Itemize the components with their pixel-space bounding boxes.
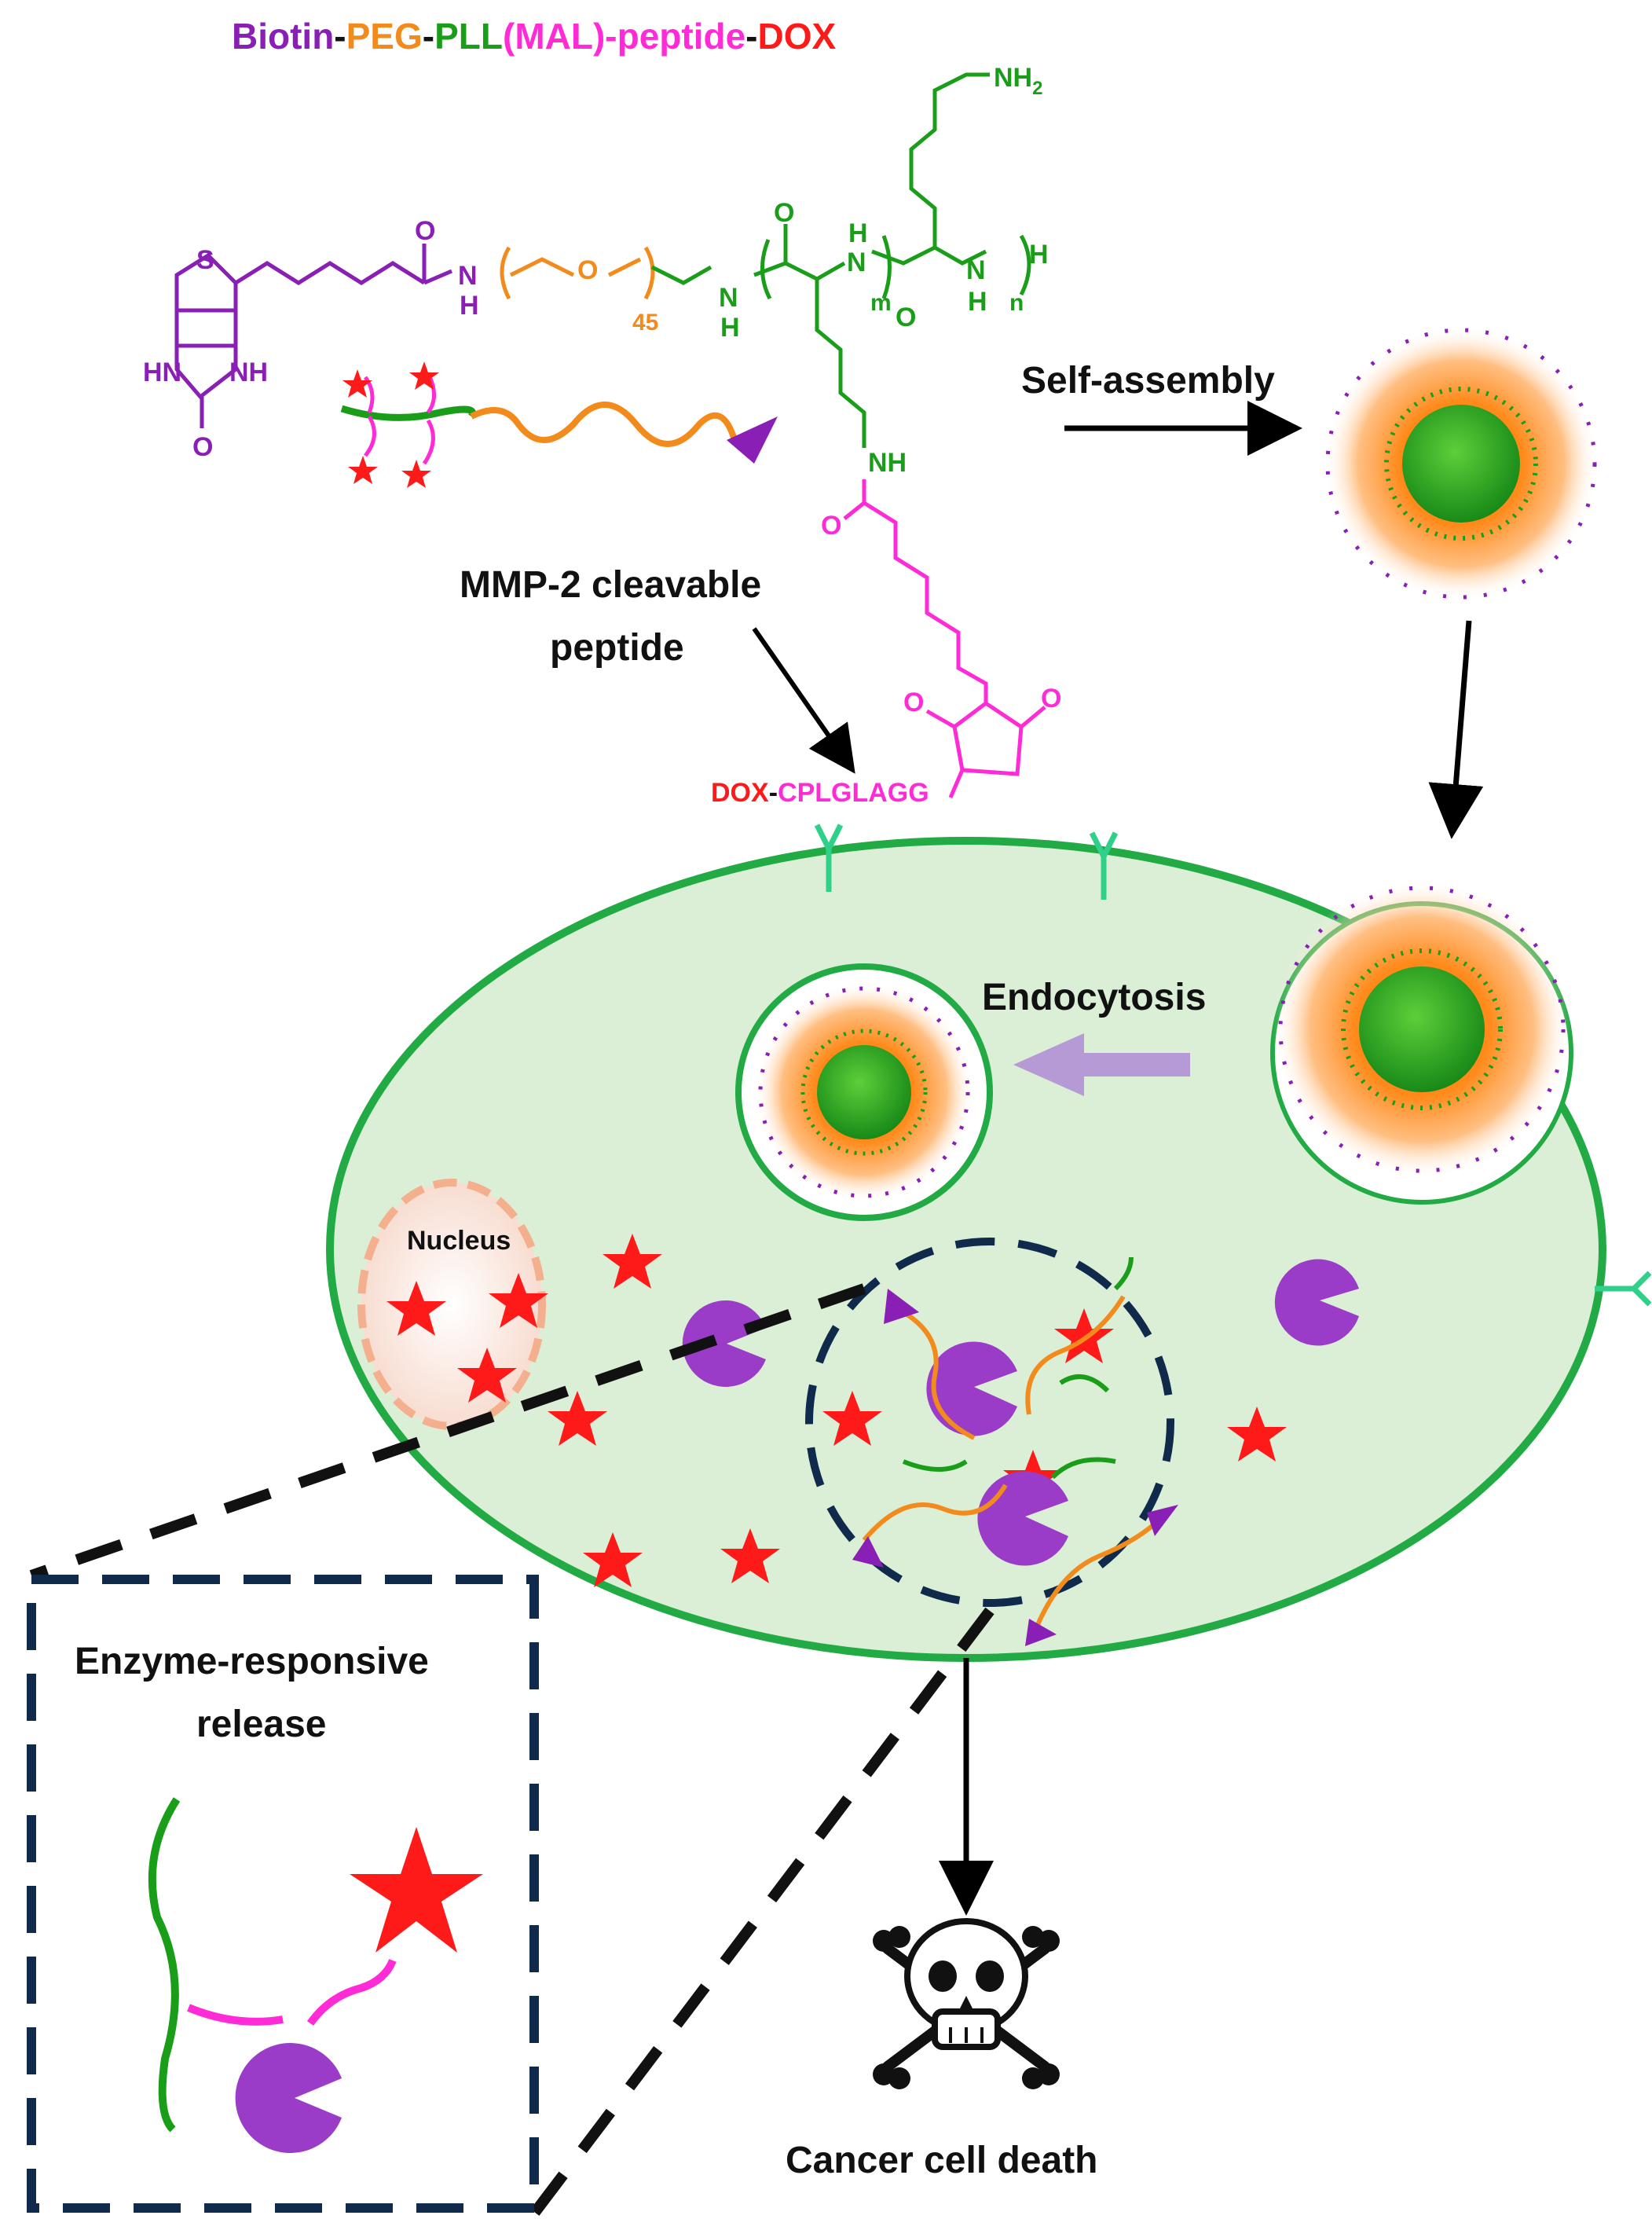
pll-h-atom: H — [720, 313, 740, 343]
peg-o-atom: O — [577, 255, 598, 285]
peptide-sequence: CPLGLAGG — [778, 778, 929, 808]
title-dash-1: - — [334, 16, 346, 57]
pll-n-atom: N — [719, 283, 738, 313]
peg-n-atom: N — [458, 261, 478, 291]
peg-structure — [500, 246, 655, 300]
biotin-amide-o-atom: O — [415, 216, 435, 246]
pll-nh2-subscript: 2 — [1032, 78, 1042, 99]
pll-end-n-atom: N — [966, 255, 986, 285]
zoom-pll-chain — [148, 1797, 181, 2133]
dox-peptide-label: DOX-CPLGLAGG — [711, 778, 929, 808]
title-dash-3: - — [745, 16, 757, 57]
pll-o-atom-2: O — [896, 303, 916, 332]
cancer-cell: Endocytosis Nucleus — [326, 823, 1652, 1662]
receptor-y-icon — [814, 823, 1652, 1307]
cancer-cell-death-label: Cancer cell death — [786, 2140, 1098, 2181]
biotin-triangle-icon — [852, 1289, 1178, 1646]
nucleus-label: Nucleus — [407, 1226, 511, 1256]
title-pll: PLL — [434, 16, 503, 57]
dox-star-icon — [342, 361, 439, 488]
enzyme-label-line-1: Enzyme-responsive — [75, 1641, 429, 1682]
micelle-top — [1324, 326, 1599, 601]
mmp2-label-line-1: MMP-2 cleavable — [460, 564, 761, 606]
mal-o-atom: O — [821, 511, 841, 541]
pll-nh-atom: N — [847, 248, 866, 277]
zoom-dashed-lines — [29, 1283, 994, 2228]
pll-structure — [650, 72, 1031, 448]
pll-o-atom-1: O — [774, 198, 794, 228]
peg-h-atom: H — [460, 291, 479, 321]
biotin-hn-atom: HN — [143, 358, 181, 387]
pll-n-subscript: n — [1009, 290, 1024, 316]
pll-m-subscript: m — [870, 290, 892, 316]
peg-repeat-count: 45 — [632, 310, 658, 336]
title-dash-2: - — [423, 16, 434, 57]
dox-dash: - — [769, 778, 778, 808]
mal-ring-o-atom-2: O — [1041, 684, 1061, 713]
mmp2-label-line-2: peptide — [550, 627, 684, 669]
biotin-nh-atom: NH — [229, 358, 268, 387]
biotin-s-atom: S — [196, 245, 214, 275]
mmp2-arrow — [752, 627, 855, 774]
pll-side-nh-atom: NH — [868, 448, 907, 478]
polymer-cartoon — [340, 361, 778, 488]
enzyme-label-line-2: release — [196, 1704, 327, 1745]
zoom-cleavage-illustration — [148, 1797, 483, 2153]
mal-ring-o-atom-1: O — [903, 688, 924, 717]
title-biotin: Biotin — [232, 16, 334, 57]
zoom-peptide-right — [306, 1958, 397, 2026]
title-dox: DOX — [757, 16, 836, 57]
skull-crossbones-icon — [873, 1918, 1060, 2089]
zoom-enzyme-icon — [235, 2043, 342, 2153]
pll-nh2-text: NH — [994, 63, 1032, 93]
pll-end-h-atom: H — [968, 287, 987, 317]
zoom-dox-star-icon — [350, 1827, 483, 1953]
release-zone-dashed — [805, 1238, 1174, 1607]
title: Biotin-PEG-PLL(MAL)-peptide-DOX — [232, 16, 836, 57]
endocytosis-label: Endocytosis — [982, 977, 1206, 1018]
title-peg: PEG — [346, 16, 423, 57]
title-mal-peptide: (MAL)-peptide — [503, 16, 745, 57]
micelle-top-ring — [1325, 328, 1597, 600]
pll-term-h-atom: H — [1029, 240, 1049, 270]
biotin-urea-o-atom: O — [192, 432, 213, 462]
self-assembly-label: Self-assembly — [1021, 360, 1275, 402]
pll-nh2-atom: NH2 — [994, 63, 1042, 99]
zoom-peptide-left — [187, 2004, 284, 2026]
nucleus — [357, 1179, 546, 1430]
endocytosis-arrow — [1013, 1033, 1190, 1096]
pll-h-atom-2: H — [848, 218, 868, 248]
cleaved-chains — [862, 1256, 1165, 1628]
mal-linker-structure — [843, 479, 1046, 798]
dox-label: DOX — [711, 778, 769, 808]
assembly-to-cell-arrow — [1428, 620, 1484, 839]
biotin-triangle-icon — [727, 416, 778, 464]
biotin-structure — [174, 244, 452, 428]
